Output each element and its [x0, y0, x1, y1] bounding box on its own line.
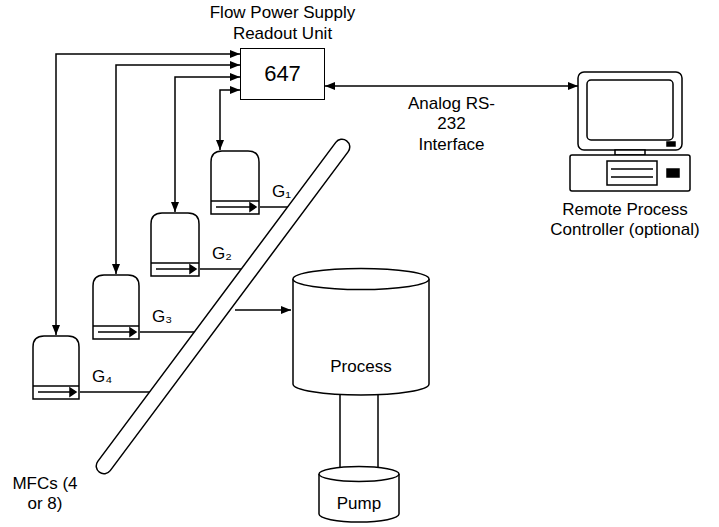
process-label: Process [330, 357, 391, 377]
mass-flow-controller: G₁ [210, 150, 260, 215]
cylinder-outline [292, 268, 430, 395]
pump-neck [377, 390, 379, 474]
unit-heading: Flow Power Supply Readout Unit [198, 3, 368, 44]
cylinder-top [293, 269, 429, 290]
mass-flow-controller: G₄ [32, 335, 80, 400]
signal-connector [325, 85, 578, 87]
mfc-body [211, 151, 259, 214]
process-chamber: Process [292, 268, 430, 395]
interface-label: Analog RS-232 Interface [404, 94, 500, 155]
gas-label: G₂ [212, 244, 232, 264]
mfc-outline [210, 150, 260, 215]
readout-unit-box: Flow Power Supply Readout Unit647 [240, 48, 325, 100]
mfc-body [33, 336, 79, 399]
pump-label: Pump [337, 494, 381, 514]
monitor-anchor [578, 72, 682, 150]
mfc-flow-arrowhead [190, 265, 196, 273]
power-led [667, 142, 675, 146]
mfc-flow-arrow [216, 206, 250, 208]
gas-label: G₁ [272, 182, 291, 202]
drive-slot [611, 168, 653, 170]
unit-number: 647 [264, 61, 301, 87]
gas-label: G₄ [92, 367, 112, 387]
cylinder-body [293, 279, 429, 395]
mass-flow-controller: G₂ [150, 212, 200, 277]
mfc-body [93, 275, 139, 339]
monitor [578, 72, 682, 150]
drive-slot [611, 176, 653, 178]
mfc-base-line [33, 385, 79, 387]
mfc-outline [32, 335, 80, 400]
mass-flow-controller: G₃ [92, 274, 140, 340]
mfc-flow-arrow [38, 391, 70, 393]
mfc-base-line [151, 262, 199, 264]
gas-label: G₃ [152, 307, 172, 327]
drive-bay [607, 161, 657, 185]
mfc-flow-arrowhead [250, 203, 256, 211]
computer-case [570, 155, 690, 191]
computer-icon [535, 70, 715, 270]
mfc-base-line [211, 200, 259, 202]
computer-label: Remote Process Controller (optional) [535, 200, 715, 241]
signal-connector [220, 90, 240, 150]
mfc-outline [92, 274, 140, 340]
pump-neck [339, 390, 341, 474]
cylinder-top [319, 467, 399, 482]
pump: Pump [318, 466, 400, 522]
computer: Remote Process Controller (optional) [535, 70, 715, 270]
mfc-flow-arrowhead [70, 388, 76, 396]
mfc-flow-arrowhead [130, 328, 136, 336]
mfc-flow-arrow [98, 331, 130, 333]
mfc-base-line [93, 325, 139, 327]
power-button [667, 169, 679, 177]
mfc-flow-arrow [156, 268, 190, 270]
screen [587, 80, 673, 140]
mfc-outline [150, 212, 200, 277]
gas-outlet [80, 391, 159, 393]
mfc-body [151, 213, 199, 276]
flow-arrow [235, 309, 291, 311]
group-label: MFCs (4 or 8) [6, 474, 84, 515]
